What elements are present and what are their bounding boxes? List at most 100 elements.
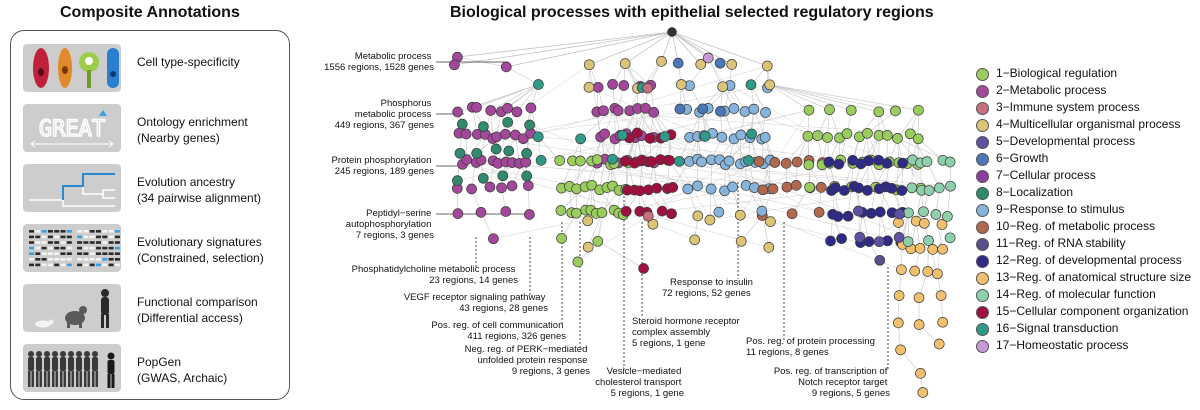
graph-edge: [476, 162, 836, 188]
term-node: [894, 208, 905, 220]
term-node: [460, 128, 472, 140]
term-node: [675, 79, 687, 90]
alignment-cell: [35, 246, 41, 250]
term-node: [918, 206, 929, 218]
root-node: [667, 27, 677, 37]
person-silhouette: [52, 351, 58, 387]
alignment-cell: [89, 246, 95, 250]
term-node: [944, 156, 956, 168]
term-node: [890, 105, 901, 117]
term-node: [705, 183, 717, 195]
term-node: [696, 156, 707, 168]
term-node: [659, 131, 671, 142]
term-node: [497, 170, 509, 182]
alignment-cell: [77, 258, 83, 261]
alignment-cell: [89, 241, 95, 244]
annotation-row-subtitle: (GWAS, Archaic): [137, 371, 228, 385]
term-node: [656, 205, 668, 217]
annotation-row-title: Functional comparison: [137, 295, 258, 309]
term-node: [862, 127, 873, 139]
term-node: [904, 128, 916, 140]
term-node: [454, 147, 466, 159]
alignment-cell: [83, 241, 89, 244]
alignment-cell: [102, 258, 108, 261]
term-node: [582, 241, 594, 253]
term-node: [917, 387, 929, 398]
graph-edge: [493, 161, 863, 239]
term-node: [583, 59, 595, 71]
term-node: [491, 131, 502, 143]
alignment-cell: [47, 246, 53, 250]
term-node: [813, 206, 825, 218]
legend-item: 7−Cellular process: [976, 168, 1196, 185]
alignment-cell: [60, 258, 66, 261]
alignment-cell: [41, 246, 47, 250]
graph-edge: [569, 160, 592, 187]
term-node: [923, 235, 934, 246]
label-protein-phosphorylation: Protein phosphorylation 245 regions, 189…: [332, 155, 435, 177]
term-node: [471, 147, 483, 159]
term-node: [506, 180, 518, 192]
alignment-cell: [77, 241, 83, 244]
term-node: [937, 316, 949, 328]
term-node: [822, 132, 833, 143]
term-node: [854, 231, 866, 243]
legend-swatch: [976, 136, 989, 149]
term-node: [874, 206, 886, 218]
alignment-cell: [114, 230, 120, 233]
legend-swatch: [976, 68, 989, 81]
term-node: [897, 157, 908, 169]
alignment-icon: [23, 224, 121, 272]
term-node: [802, 130, 814, 142]
alignment-cell: [108, 241, 114, 244]
legend-swatch: [976, 238, 989, 251]
alignment-cell: [114, 258, 120, 261]
annotations-panel-title: Composite Annotations: [60, 4, 240, 21]
term-node: [862, 185, 873, 196]
label-response-insulin: Response to insulin 72 regions, 52 genes: [662, 277, 756, 299]
term-node: [753, 156, 765, 167]
alignment-cell: [35, 258, 41, 261]
term-node: [664, 155, 675, 166]
term-node: [936, 219, 948, 230]
term-node: [902, 236, 914, 247]
alignment-cell: [89, 258, 95, 261]
term-node: [790, 180, 802, 191]
term-node: [896, 264, 907, 276]
term-node: [874, 254, 886, 266]
term-node: [674, 155, 685, 167]
term-node: [803, 104, 815, 116]
alignment-cell: [108, 252, 114, 255]
term-node: [937, 243, 948, 255]
term-node: [524, 119, 535, 131]
population-icon: [23, 344, 121, 392]
label-perk: Neg. reg. of PERK−mediated unfolded prot…: [465, 344, 591, 377]
graph-edge: [454, 31, 673, 66]
term-node: [824, 104, 835, 115]
alignment-cell: [47, 230, 53, 233]
alignment-cell: [60, 230, 66, 233]
term-node: [478, 121, 489, 132]
legend-label: 5−Developmental process: [996, 134, 1136, 148]
alignment-cell: [29, 241, 34, 244]
term-node: [520, 156, 532, 168]
graph-edge: [897, 110, 919, 139]
alignment-cell: [66, 241, 72, 244]
term-node: [496, 182, 507, 194]
graph-edge: [662, 190, 845, 212]
person-silhouette: [60, 351, 66, 387]
alignment-cell: [108, 246, 114, 250]
term-node: [781, 181, 793, 193]
term-node: [575, 155, 586, 167]
legend-label: 15−Cellular component organization: [996, 304, 1189, 318]
graph-edge: [476, 84, 539, 108]
graph-edge: [645, 108, 662, 139]
term-node: [735, 235, 747, 247]
alignment-cell: [102, 230, 108, 233]
term-node: [570, 207, 582, 219]
term-node: [838, 185, 850, 196]
term-node: [714, 57, 726, 69]
annotation-row-signatures: Evolutionary signatures (Constrained, se…: [23, 224, 283, 272]
term-node: [873, 236, 885, 248]
legend-label: 10−Reg. of metabolic process: [996, 219, 1156, 233]
